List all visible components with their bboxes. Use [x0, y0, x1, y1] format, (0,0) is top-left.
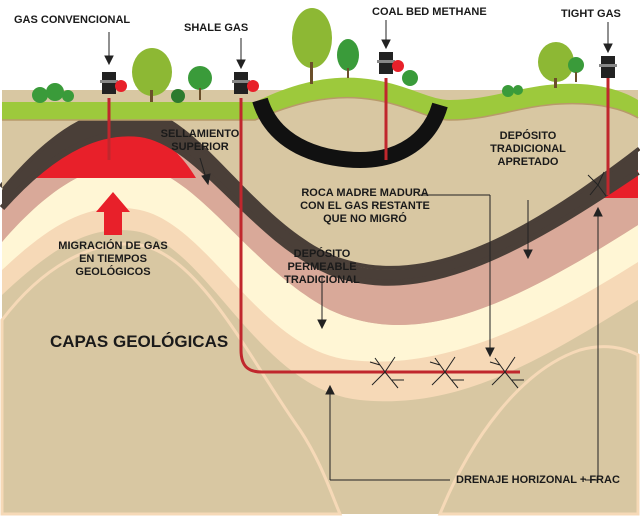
wellhead-coalbed	[377, 52, 404, 74]
surface-line	[2, 96, 639, 121]
label-deposito-tradicional-apretado: DEPÓSITO TRADICIONAL APRETADO	[490, 130, 566, 168]
shale-well-pipe	[239, 98, 520, 374]
wellhead-shale	[232, 72, 259, 94]
migration-arrow-icon	[96, 192, 130, 235]
label-tight-gas: TIGHT GAS	[561, 8, 621, 20]
leader-arrows	[104, 20, 613, 481]
label-coal-bed-methane: COAL BED METHANE	[372, 6, 487, 18]
frac-fractures	[369, 171, 607, 389]
wellhead-tight	[599, 56, 617, 78]
seal-band-bottom	[0, 130, 640, 286]
label-migracion: MIGRACIÓN DE GAS EN TIEMPOS GEOLÓGICOS	[58, 240, 168, 278]
label-deposito-permeable: DEPÓSITO PERMEABLE TRADICIONAL	[284, 248, 360, 286]
label-capas-geologicas: CAPAS GEOLÓGICAS	[50, 332, 229, 351]
coal-bed-arc	[252, 97, 448, 169]
label-drenaje: DRENAJE HORIZONAL + FRAC	[456, 474, 620, 486]
label-gas-convencional: GAS CONVENCIONAL	[14, 14, 131, 26]
lower-right-hill	[437, 345, 640, 516]
surface-grass	[2, 77, 638, 120]
upper-rock	[2, 107, 638, 266]
wellhead-conventional	[100, 72, 127, 94]
lower-hill	[0, 242, 343, 516]
pink-layer	[2, 131, 638, 325]
label-sellamiento-superior: SELLAMIENTO SUPERIOR	[160, 128, 240, 153]
cream-layer	[2, 164, 638, 362]
label-roca-madre: ROCA MADRE MADURA CON EL GAS RESTANTE QU…	[300, 187, 430, 225]
trees	[32, 8, 584, 103]
conventional-gas-deposit	[34, 131, 196, 178]
light-rock-layer	[2, 179, 638, 402]
label-shale-gas: SHALE GAS	[184, 22, 249, 34]
